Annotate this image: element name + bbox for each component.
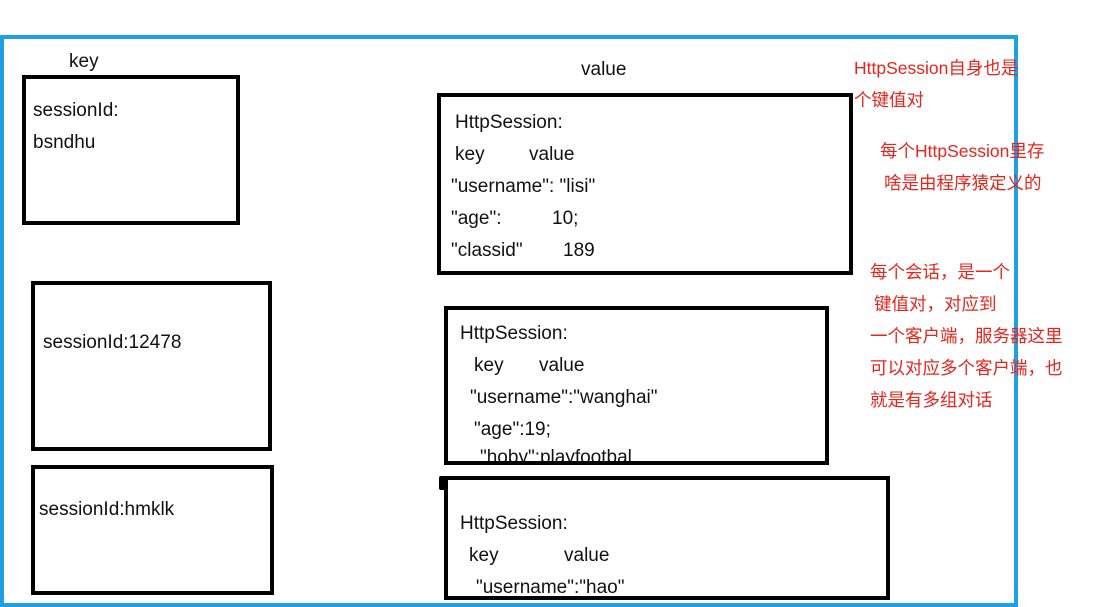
http-session-title: HttpSession: xyxy=(460,513,568,534)
http-session-value-header: value xyxy=(529,144,575,165)
note-line: 键值对，对应到 xyxy=(874,294,997,314)
http-session-box-2: HttpSession: key value "username":"wangh… xyxy=(444,306,829,465)
session-key-box-2: sessionId:12478 xyxy=(31,281,272,451)
session-key-label: sessionId:12478 xyxy=(43,332,182,353)
note-line: 个键值对 xyxy=(854,90,924,110)
http-session-entry-value: 189 xyxy=(563,240,595,261)
session-key-box-1: sessionId: bsndhu xyxy=(22,75,240,225)
http-session-value-header: value xyxy=(564,545,610,566)
http-session-title: HttpSession: xyxy=(455,112,563,133)
http-session-entry: "username":"hao" xyxy=(476,577,625,598)
session-key-label: sessionId:hmklk xyxy=(39,499,175,520)
note-line: HttpSession自身也是 xyxy=(854,58,1019,78)
key-column-header: key xyxy=(69,51,99,72)
note-line: 一个客户端，服务器这里 xyxy=(870,326,1063,346)
note-line: 就是有多组对话 xyxy=(870,390,993,410)
http-session-key-header: key xyxy=(474,355,504,376)
http-session-entry-key: "classid" xyxy=(451,240,523,261)
note-line: 可以对应多个客户端，也 xyxy=(870,358,1063,378)
session-key-box-3: sessionId:hmklk xyxy=(31,465,274,595)
http-session-box-1: HttpSession: key value "username": "lisi… xyxy=(437,93,853,275)
note-line: 每个HttpSession里存 xyxy=(880,141,1045,161)
note-line: 啥是由程序猿定义的 xyxy=(884,173,1042,193)
note-line: 每个会话，是一个 xyxy=(870,262,1010,282)
http-session-value-header: value xyxy=(539,355,585,376)
http-session-key-header: key xyxy=(455,144,485,165)
http-session-entry-key: "age": xyxy=(451,208,502,229)
http-session-entry-value: 10; xyxy=(552,208,579,229)
connector-mark xyxy=(439,476,446,490)
http-session-entry: "username":"wanghai" xyxy=(470,387,658,408)
http-session-key-header: key xyxy=(469,545,499,566)
http-session-entry: "age":19; xyxy=(474,419,551,440)
http-session-entry: "hoby":playfootbal xyxy=(480,447,632,465)
value-column-header: value xyxy=(581,59,627,80)
http-session-box-3: HttpSession: key value "username":"hao" xyxy=(444,476,890,600)
session-key-label: sessionId: xyxy=(33,100,119,121)
session-key-value: bsndhu xyxy=(33,132,96,153)
http-session-entry: "username": "lisi" xyxy=(451,176,596,197)
http-session-title: HttpSession: xyxy=(460,323,568,344)
